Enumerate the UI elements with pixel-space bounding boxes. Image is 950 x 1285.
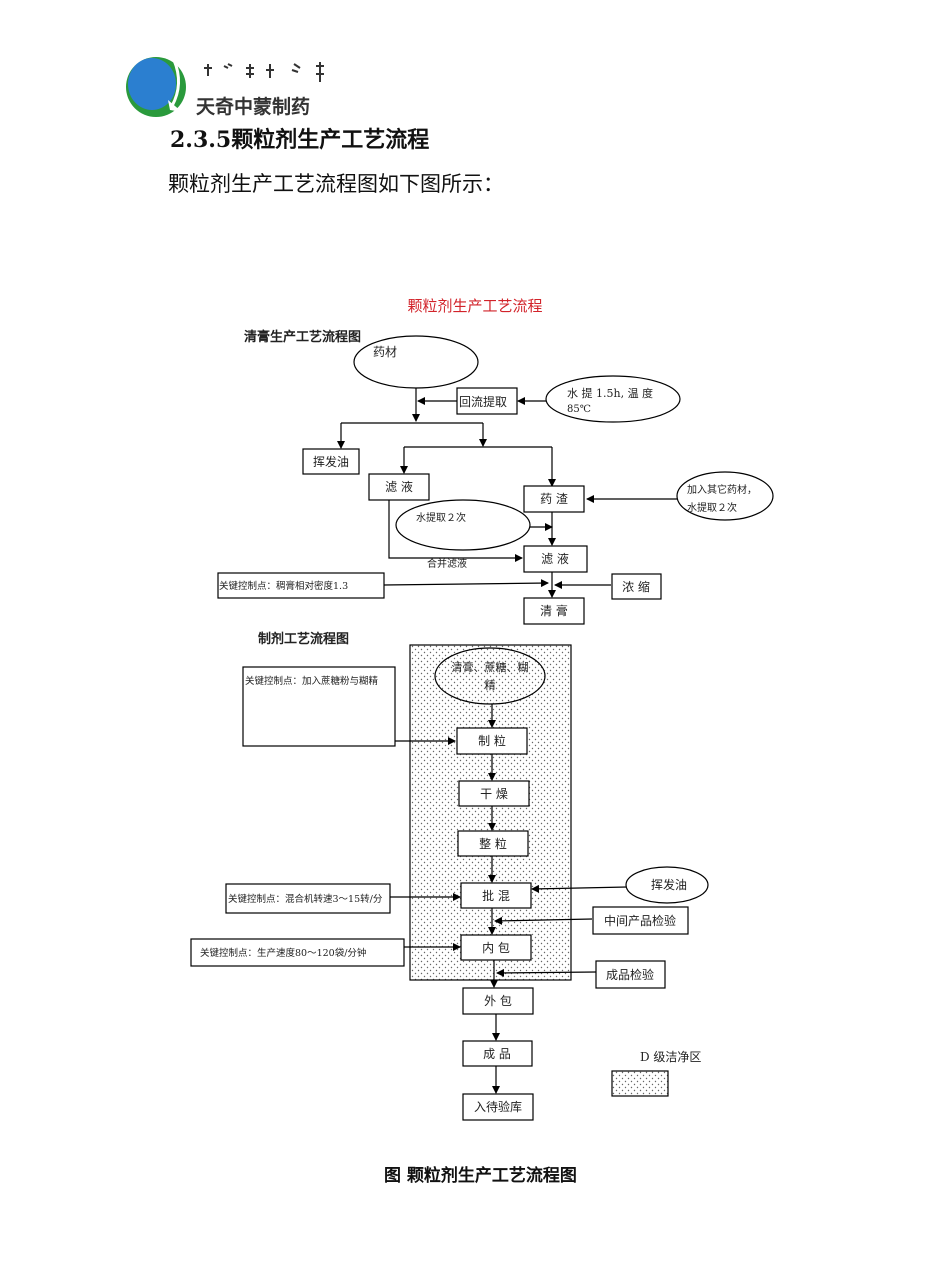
node-reflux (456, 387, 518, 415)
node-blend (460, 882, 532, 909)
node-add-herbs (676, 471, 774, 521)
node-dry (458, 780, 530, 807)
label-filtrate2: 滤 液 (541, 551, 569, 566)
label-granulate: 制 粒 (478, 733, 506, 748)
legend-label: D 级洁净区 (640, 1050, 701, 1064)
q-circle-logo-icon (126, 57, 324, 117)
label-final-check: 成品检验 (606, 967, 654, 982)
label-key-point-mixer: 关键控制点：混合机转速3～15转/分 (228, 893, 383, 905)
label-volatile-oil: 挥发油 (313, 454, 349, 469)
node-raw-material (353, 335, 479, 389)
label-inner-pack: 内 包 (482, 941, 510, 955)
label-product: 成 品 (483, 1047, 511, 1061)
node-size (457, 830, 529, 857)
node-residue (523, 485, 585, 513)
label-water-extract: 水 提 1.5h, 温 度 (567, 386, 653, 400)
diagram-title: 颗粒剂生产工艺流程 (407, 297, 542, 315)
label-merge-filtrate: 合并滤液 (427, 557, 467, 570)
label-residue: 药 渣 (540, 492, 568, 506)
node-filtrate1 (368, 473, 430, 501)
label-filtrate1: 滤 液 (385, 479, 413, 494)
mongolian-script (204, 62, 324, 82)
label-key-point-speed: 关键控制点：生产速度80～120袋/分钟 (200, 947, 366, 959)
key-point-density (217, 572, 385, 599)
node-final-check (595, 960, 666, 989)
label-concentrate: 浓 缩 (622, 579, 650, 594)
node-inner-pack (460, 934, 532, 961)
node-volatile-oil-2 (625, 866, 709, 904)
label-inputs-1: 清膏、蔗糖、糊 (452, 660, 529, 674)
key-point-mixer (225, 883, 391, 914)
part1-shapes (217, 335, 774, 625)
logo-text: 天奇中蒙制药 (196, 96, 311, 118)
label-warehouse: 入待验库 (474, 1099, 522, 1114)
part1-connectors (337, 385, 678, 598)
label-add-herbs-2: 水提取２次 (687, 501, 737, 514)
label-dry: 干 燥 (480, 787, 508, 801)
node-product (462, 1040, 533, 1067)
node-granulate (456, 727, 528, 755)
label-add-herbs-1: 加入其它药材， (687, 483, 757, 496)
label-raw-material: 药材 (373, 345, 397, 359)
key-point-sugar (242, 666, 396, 747)
part2-shapes (190, 647, 709, 1121)
node-clear-paste (523, 597, 585, 625)
node-filtrate2 (523, 545, 588, 573)
label-size: 整 粒 (479, 836, 507, 851)
node-intermediate-check (592, 906, 689, 935)
label-clear-paste: 清 膏 (540, 603, 568, 618)
company-logo (124, 54, 340, 120)
label-outer-pack: 外 包 (484, 994, 512, 1008)
label-water-extract-temp: 85℃ (567, 404, 591, 415)
node-volatile-oil (302, 448, 360, 475)
label-intermediate-check: 中间产品检验 (604, 913, 676, 928)
intro-text: 颗粒剂生产工艺流程图如下图所示： (168, 172, 504, 196)
label-key-point-sugar: 关键控制点：加入蔗糖粉与糊精 (245, 675, 379, 687)
key-point-speed (190, 938, 405, 967)
part2-connectors (390, 704, 628, 1094)
node-warehouse (462, 1093, 534, 1121)
node-concentrate (611, 573, 662, 600)
label-water-extract-twice: 水提取２次 (416, 511, 466, 524)
part2-title: 制剂工艺流程图 (258, 631, 349, 647)
figure-caption: 图 颗粒剂生产工艺流程图 (384, 1166, 577, 1186)
node-inputs (434, 647, 546, 705)
node-outer-pack (462, 987, 534, 1015)
section-heading: 2.3.5颗粒剂生产工艺流程 (170, 127, 430, 153)
node-water-extract-twice (395, 499, 531, 551)
node-water-extract (545, 375, 681, 423)
legend-swatch (611, 1070, 669, 1097)
label-blend: 批 混 (482, 888, 510, 903)
label-reflux: 回流提取 (459, 394, 507, 409)
label-volatile-oil-2: 挥发油 (651, 877, 687, 892)
part1-title: 清膏生产工艺流程图 (244, 329, 361, 345)
label-inputs-2: 精 (485, 679, 496, 692)
label-key-point-density: 关键控制点：稠膏相对密度1.3 (219, 580, 348, 592)
